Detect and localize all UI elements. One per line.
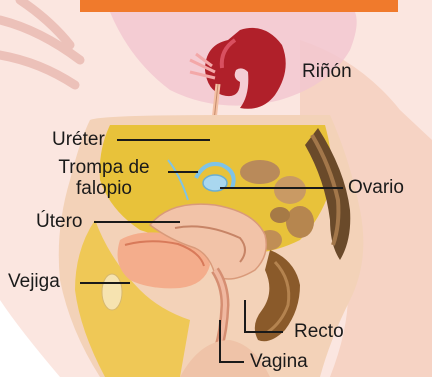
label-vagina: Vagina — [250, 352, 308, 372]
label-kidney: Riñón — [302, 62, 352, 82]
label-fallopian-tube-line2: falopio — [40, 178, 168, 199]
label-ureter: Uréter — [52, 130, 105, 150]
header-bar — [80, 0, 398, 12]
label-bladder: Vejiga — [8, 272, 60, 292]
label-fallopian-tube: Trompa de falopio — [40, 157, 168, 199]
label-ovary: Ovario — [348, 178, 404, 198]
label-uterus: Útero — [36, 212, 82, 232]
label-fallopian-tube-line1: Trompa de — [40, 157, 168, 178]
pubic-bone — [102, 274, 122, 310]
label-rectum: Recto — [294, 322, 344, 342]
